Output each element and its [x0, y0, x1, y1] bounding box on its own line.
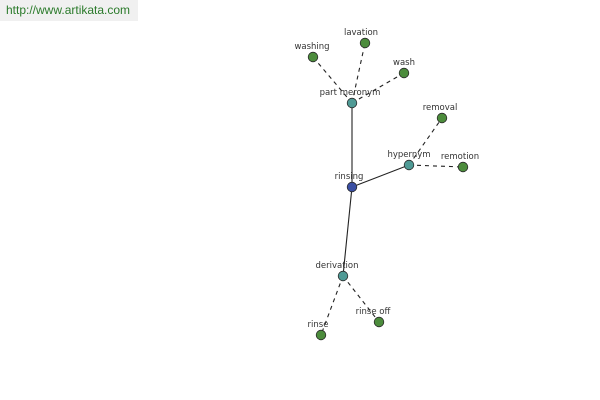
node-label: rinse — [308, 320, 329, 330]
edge-hypernym-removal — [408, 117, 443, 166]
leaf-node-wash[interactable]: wash — [393, 58, 415, 79]
leaf-node-remotion[interactable]: remotion — [441, 152, 479, 173]
node-label: derivation — [315, 261, 358, 271]
node-label: remotion — [441, 152, 479, 162]
leaf-node-rinse-off[interactable]: rinse off — [356, 307, 392, 328]
node-dot[interactable] — [436, 112, 448, 124]
node-label: wash — [393, 58, 415, 68]
leaf-node-lavation[interactable]: lavation — [344, 28, 378, 49]
edge-part-meronym-wash — [351, 72, 405, 104]
graph-edges — [312, 42, 464, 336]
site-url-watermark: http://www.artikata.com — [0, 0, 138, 21]
node-dot[interactable] — [403, 159, 415, 171]
edge-derivation-rinse — [320, 275, 344, 336]
node-dot[interactable] — [337, 270, 349, 282]
edge-derivation-rinse-off — [342, 275, 380, 323]
node-label: rinse off — [356, 307, 392, 317]
leaf-node-removal[interactable]: removal — [423, 103, 458, 124]
node-dot[interactable] — [398, 67, 410, 79]
node-dot[interactable] — [307, 51, 319, 63]
node-dot[interactable] — [457, 161, 469, 173]
relation-node-hypernym[interactable]: hypernym — [387, 150, 431, 171]
edge-root-derivation — [342, 186, 353, 277]
graph-nodes: washing lavation wash removal remotion rinse r… — [294, 28, 479, 341]
node-dot[interactable] — [315, 329, 327, 341]
node-label: removal — [423, 103, 458, 113]
node-label: part meronym — [320, 88, 381, 98]
node-label: lavation — [344, 28, 378, 38]
node-dot[interactable] — [373, 316, 385, 328]
node-dot[interactable] — [346, 97, 358, 109]
node-label: washing — [294, 42, 329, 52]
edge-hypernym-remotion — [408, 164, 464, 168]
edge-part-meronym-washing — [312, 56, 353, 104]
node-label: hypernym — [387, 150, 430, 160]
node-dot[interactable] — [346, 181, 358, 193]
relation-node-derivation[interactable]: derivation — [315, 261, 359, 282]
root-node-rinsing[interactable]: rinsing — [335, 172, 364, 193]
node-dot[interactable] — [359, 37, 371, 49]
edge-part-meronym-lavation — [351, 42, 366, 104]
edge-root-hypernym — [351, 164, 410, 188]
leaf-node-washing[interactable]: washing — [294, 42, 330, 63]
leaf-node-rinse[interactable]: rinse — [308, 320, 329, 341]
node-label: rinsing — [335, 172, 364, 182]
relation-node-part-meronym[interactable]: part meronym — [320, 88, 381, 109]
